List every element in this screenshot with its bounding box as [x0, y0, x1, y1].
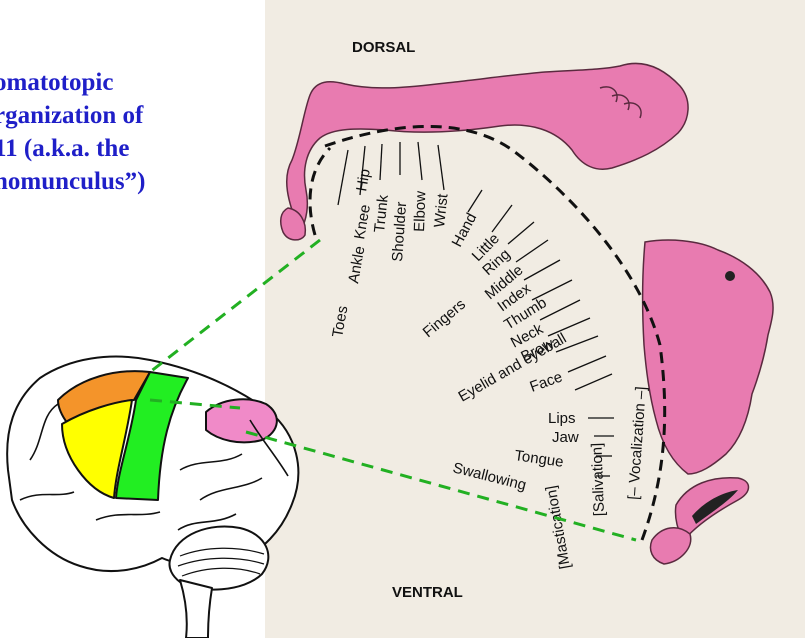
label-elbow: Elbow: [411, 191, 429, 233]
homunculus-eye: [725, 271, 735, 281]
label-wrist: Wrist: [431, 192, 452, 228]
label-hip: Hip: [353, 168, 374, 193]
region-labels: Toes Ankle Knee Hip Trunk Shoulder Elbow…: [329, 168, 650, 571]
label-toes: Toes: [329, 305, 351, 339]
brainstem: [180, 580, 212, 638]
label-salivation: [Salivation]: [588, 443, 608, 517]
label-hand: Hand: [449, 210, 481, 250]
label-lips: Lips: [548, 410, 576, 427]
label-tongue: Tongue: [513, 447, 564, 471]
label-jaw: Jaw: [552, 429, 579, 446]
homunculus-throat: [651, 528, 691, 564]
label-mastication: [Mastication]: [543, 484, 574, 570]
label-face: Face: [528, 368, 565, 395]
label-vocalization: [– Vocalization –]: [625, 386, 650, 500]
label-fingers: Fingers: [420, 296, 469, 341]
homunculus-leg-torso: [287, 63, 688, 232]
ventral-label: VENTRAL: [392, 584, 463, 601]
label-ankle: Ankle: [345, 245, 368, 285]
label-trunk: Trunk: [371, 194, 392, 234]
label-knee: Knee: [351, 203, 374, 240]
label-swallowing: Swallowing: [451, 459, 528, 494]
dorsal-label: DORSAL: [352, 39, 415, 56]
label-shoulder: Shoulder: [389, 201, 410, 262]
